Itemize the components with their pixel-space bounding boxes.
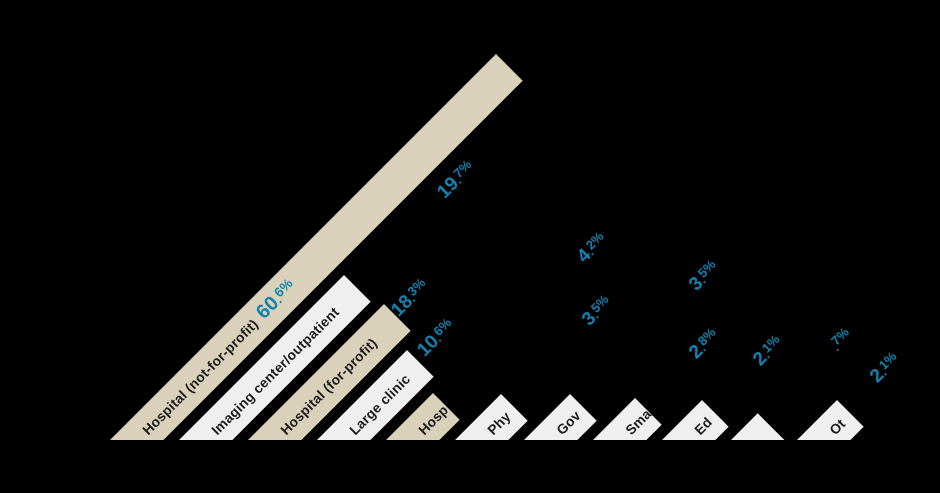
chart-canvas: Hospital (not-for-profit)60.6%Imaging ce…: [40, 16, 940, 477]
bar-4: [317, 350, 434, 440]
bar-7: [524, 394, 597, 440]
bar-6: [455, 394, 528, 440]
diagonal-bar-chart: Hospital (not-for-profit)60.6%Imaging ce…: [40, 16, 940, 477]
bar-10: [731, 413, 785, 440]
bar-11: [797, 400, 864, 440]
bar-9: [662, 400, 729, 440]
bar-8: [593, 398, 662, 440]
bar-2: [179, 275, 371, 440]
bar-5: [386, 393, 460, 440]
bar-1: [110, 54, 523, 440]
bar-3: [248, 304, 411, 440]
